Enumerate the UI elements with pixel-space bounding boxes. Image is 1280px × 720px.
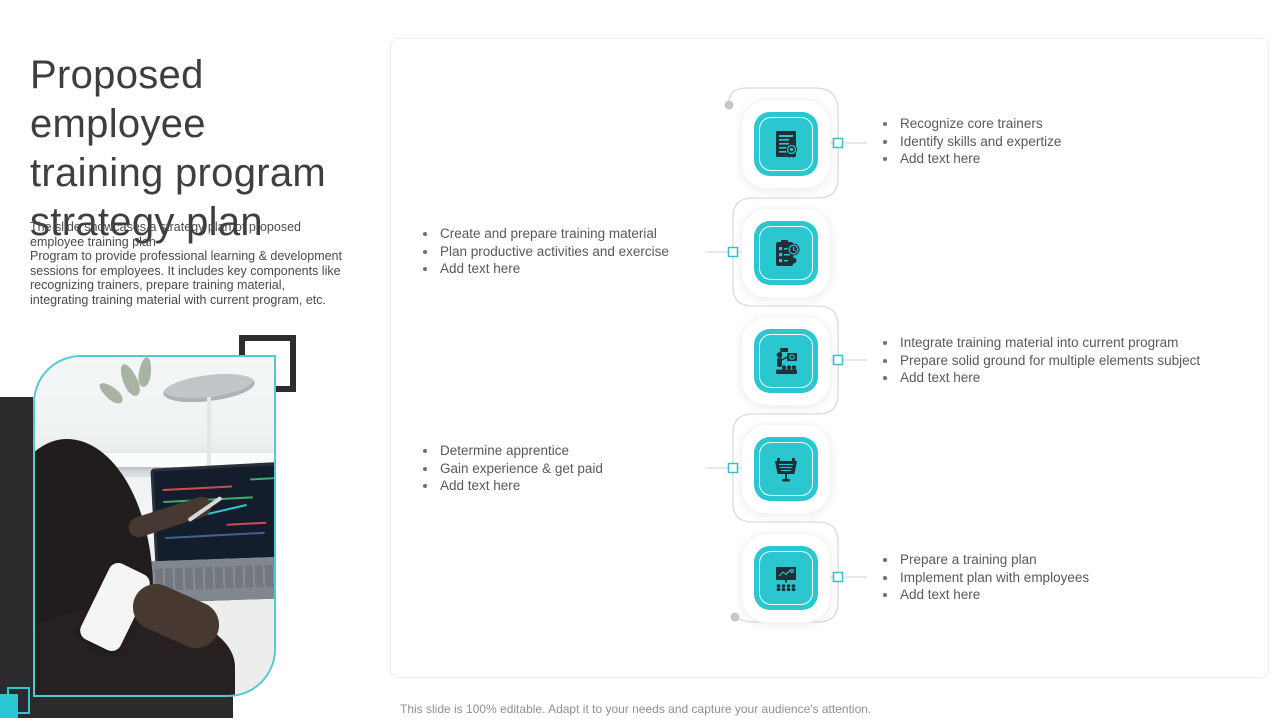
page-title: Proposed employee training program strat… — [30, 51, 390, 247]
title-line: employee — [30, 101, 206, 146]
bullet-item: Add text here — [418, 260, 669, 278]
presentation-screen-icon — [754, 437, 818, 501]
description-line: recognizing trainers, prepare training m… — [30, 278, 285, 293]
slide-description: The slide showcases a strategy plan of p… — [30, 220, 380, 308]
title-line: training program — [30, 150, 327, 195]
bullet-item: Determine apprentice — [418, 442, 603, 460]
bullet-item: Add text here — [878, 150, 1061, 168]
timeline-step-4-bullets: Determine apprentice Gain experience & g… — [418, 442, 603, 495]
trainer-presentation-icon — [754, 329, 818, 393]
description-line: Program to provide professional learning… — [30, 249, 342, 264]
bullet-item: Prepare a training plan — [878, 551, 1089, 569]
bullet-item: Plan productive activities and exercise — [418, 243, 669, 261]
teal-outline-square-decoration — [7, 687, 30, 714]
title-line: Proposed — [30, 52, 204, 97]
dark-accent-strip — [0, 397, 33, 718]
timeline-step-5-bullets: Prepare a training plan Implement plan w… — [878, 551, 1089, 604]
bullet-item: Add text here — [418, 477, 603, 495]
timeline-step-2-card — [741, 208, 831, 298]
timeline-step-5-card — [741, 533, 831, 623]
bullet-item: Recognize core trainers — [878, 115, 1061, 133]
bullet-item: Integrate training material into current… — [878, 334, 1200, 352]
description-line: integrating training material with curre… — [30, 292, 326, 307]
timeline-step-3-card — [741, 316, 831, 406]
bullet-item: Add text here — [878, 586, 1089, 604]
bullet-item: Prepare solid ground for multiple elemen… — [878, 352, 1200, 370]
checklist-clock-icon — [754, 221, 818, 285]
bullet-item: Create and prepare training material — [418, 225, 669, 243]
bullet-item: Implement plan with employees — [878, 569, 1089, 587]
footer-note: This slide is 100% editable. Adapt it to… — [400, 702, 872, 716]
description-line: sessions for employees. It includes key … — [30, 263, 341, 278]
certificate-icon — [754, 112, 818, 176]
timeline-step-3-bullets: Integrate training material into current… — [878, 334, 1200, 387]
timeline-step-4-card — [741, 424, 831, 514]
bullet-item: Add text here — [878, 369, 1200, 387]
description-line: employee training plan — [30, 234, 156, 249]
photo-lamp-stem — [207, 397, 211, 467]
photo-person-laptop — [33, 355, 276, 697]
description-line: The slide showcases a strategy plan of p… — [30, 220, 301, 234]
timeline-step-2-bullets: Create and prepare training material Pla… — [418, 225, 669, 278]
screen-audience-icon — [754, 546, 818, 610]
bullet-item: Identify skills and expertize — [878, 133, 1061, 151]
bullet-item: Gain experience & get paid — [418, 460, 603, 478]
title-line: strategy plan — [30, 199, 263, 244]
timeline-step-1-card — [741, 99, 831, 189]
timeline-step-1-bullets: Recognize core trainers Identify skills … — [878, 115, 1061, 168]
